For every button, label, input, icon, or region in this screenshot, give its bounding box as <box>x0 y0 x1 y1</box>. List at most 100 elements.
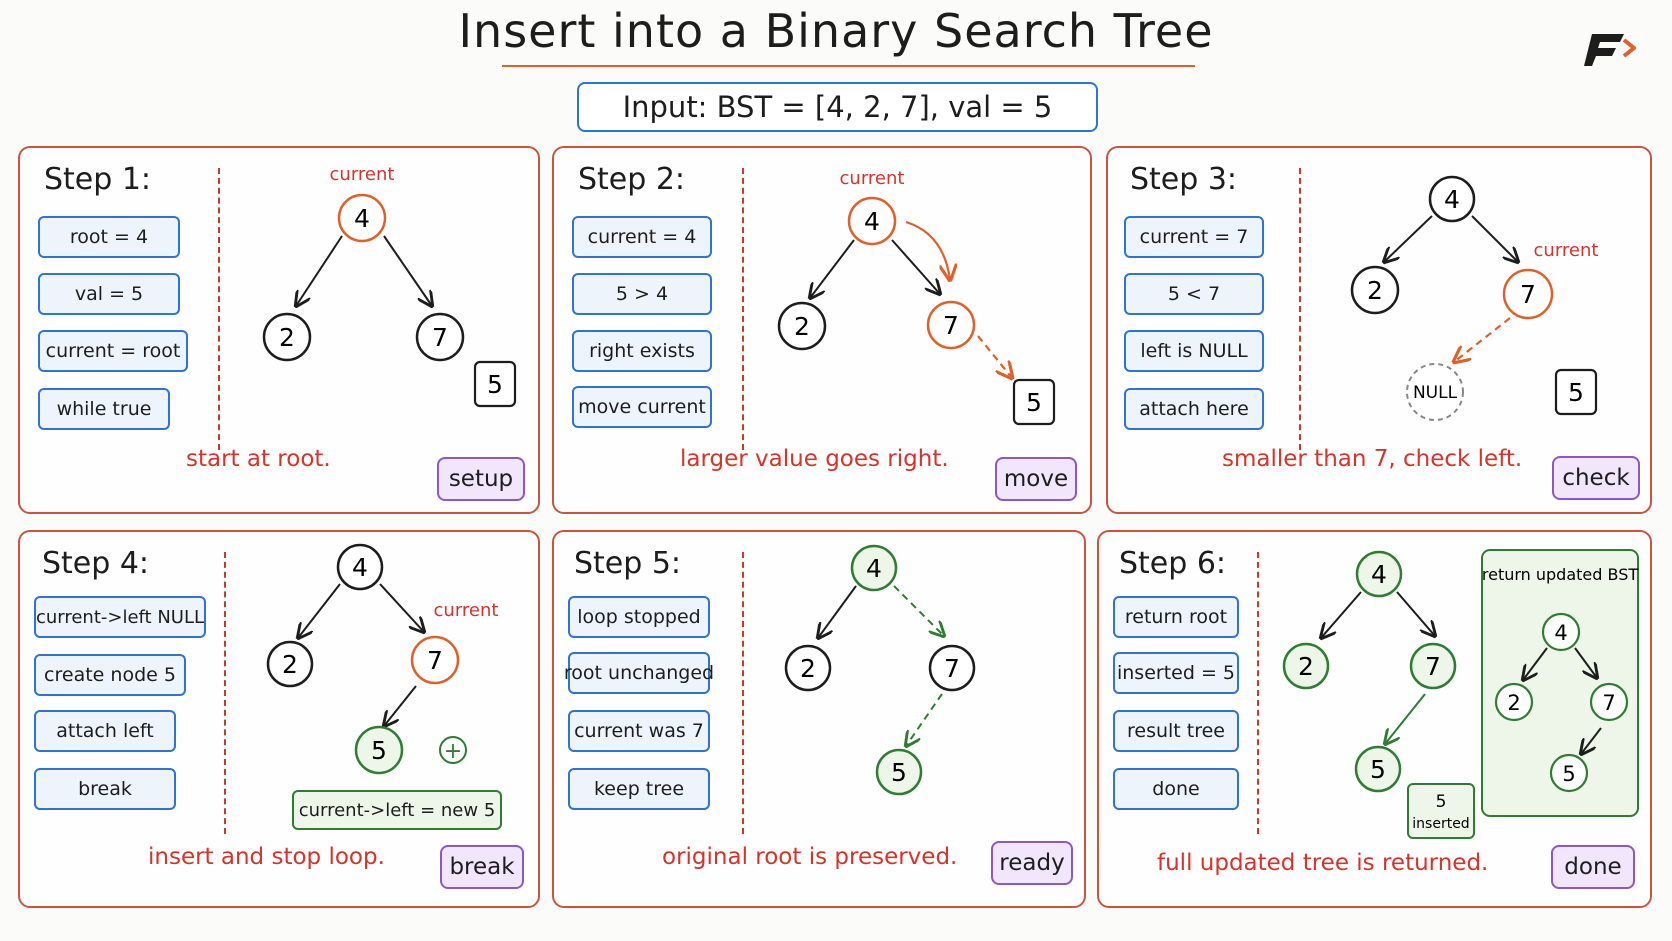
tree-node: 2 <box>784 644 832 692</box>
tree-node: 4 <box>336 543 384 591</box>
edge-4-7 <box>383 235 432 306</box>
svg-text:2: 2 <box>1367 276 1383 305</box>
tree-node: 4 <box>1355 550 1403 598</box>
edge-4-2 <box>298 583 341 638</box>
step-tag: move <box>995 457 1077 501</box>
edge-4-2 <box>296 235 343 306</box>
step-6-panel: Step 6: return root inserted = 5 result … <box>1097 530 1652 908</box>
step-title: Step 6: <box>1119 546 1227 581</box>
svg-text:2: 2 <box>800 654 816 683</box>
step-tag: ready <box>991 841 1073 885</box>
svg-text:2: 2 <box>1507 691 1520 715</box>
tree-node: 4 <box>337 193 387 243</box>
step-tag: done <box>1551 845 1635 889</box>
code-line: result tree <box>1113 710 1239 752</box>
value-box: 5 <box>1554 368 1598 416</box>
code-line: current->left NULL <box>34 596 206 638</box>
svg-text:5: 5 <box>1568 378 1584 407</box>
tree-node: 7 <box>928 644 976 692</box>
svg-text:5: 5 <box>1370 755 1386 784</box>
tree-node: 2 <box>266 640 314 688</box>
code-line: 5 > 4 <box>572 273 712 315</box>
step-caption: original root is preserved. <box>662 844 958 870</box>
svg-text:7: 7 <box>944 654 960 683</box>
svg-text:4: 4 <box>1371 560 1387 589</box>
step-tag: break <box>440 845 524 889</box>
tree-node: 7 <box>1409 642 1457 690</box>
step-tag: check <box>1552 456 1640 500</box>
step-caption: start at root. <box>186 446 331 472</box>
svg-text:7: 7 <box>427 646 443 675</box>
divider <box>742 168 744 450</box>
svg-text:7: 7 <box>432 323 448 352</box>
svg-text:2: 2 <box>282 650 298 679</box>
edge-4-7 <box>1471 215 1518 262</box>
code-line: root = 4 <box>38 216 180 258</box>
code-line: done <box>1113 768 1239 810</box>
code-line: val = 5 <box>38 273 180 315</box>
step-title: Step 2: <box>578 162 686 197</box>
svg-text:4: 4 <box>1554 621 1567 645</box>
edge-4-2 <box>1321 591 1362 638</box>
edge-4-7 <box>379 583 424 632</box>
svg-text:5: 5 <box>487 370 503 399</box>
tree-node: 2 <box>262 312 312 362</box>
input-box: Input: BST = [4, 2, 7], val = 5 <box>577 82 1098 132</box>
plus-icon: + <box>439 736 467 764</box>
svg-text:4: 4 <box>1444 185 1460 214</box>
page-title: Insert into a Binary Search Tree <box>458 4 1214 58</box>
divider <box>742 552 744 834</box>
tree-node: 7 <box>410 635 460 685</box>
step-caption: smaller than 7, check left. <box>1222 446 1523 472</box>
tree-diagram: current 4 2 7 5 <box>262 164 517 408</box>
step-caption: larger value goes right. <box>680 446 949 472</box>
svg-text:4: 4 <box>866 554 882 583</box>
dashed-arrow <box>1454 317 1511 362</box>
step-5-panel: Step 5: loop stopped root unchanged curr… <box>552 530 1086 908</box>
edge-7-5 <box>906 693 943 746</box>
inserted-node: 5 <box>875 748 923 796</box>
code-line: return root <box>1113 596 1239 638</box>
edge-4-2 <box>810 239 855 298</box>
code-line: keep tree <box>568 768 710 810</box>
insert-note: current->left = new 5 <box>292 790 502 830</box>
tree-node: 4 <box>1428 175 1476 223</box>
svg-text:5: 5 <box>371 736 387 765</box>
inserted-node: 5 <box>354 725 404 775</box>
step-title: Step 5: <box>574 546 682 581</box>
svg-text:2: 2 <box>279 323 295 352</box>
code-line: root unchanged <box>564 652 714 694</box>
edge-4-7 <box>893 585 944 636</box>
svg-text:2: 2 <box>794 312 810 341</box>
edge-7-5 <box>1385 693 1426 744</box>
svg-text:5: 5 <box>1026 388 1042 417</box>
tree-diagram: 4 2 7 5 <box>784 544 976 796</box>
code-line: left is NULL <box>1124 330 1264 372</box>
brand-logo-icon <box>1584 34 1636 66</box>
divider <box>218 168 220 450</box>
tree-node: 2 <box>777 301 827 351</box>
tree-diagram: 4 2 7 5 5 inserted return updated BST 4 <box>1282 549 1639 839</box>
step-3-panel: Step 3: current = 7 5 < 7 left is NULL a… <box>1106 146 1652 514</box>
code-line: while true <box>38 388 170 430</box>
edge-7-5 <box>384 685 417 726</box>
svg-text:4: 4 <box>864 207 880 236</box>
step-title: Step 4: <box>42 546 150 581</box>
step-4-panel: Step 4: current->left NULL create node 5… <box>18 530 540 908</box>
value-box: 5 <box>473 360 517 408</box>
tree-node: 7 <box>926 300 976 350</box>
current-label: current <box>1534 240 1599 261</box>
code-line: create node 5 <box>34 654 186 696</box>
svg-text:7: 7 <box>943 311 959 340</box>
tree-diagram: current 4 2 7 NULL 5 <box>1350 175 1599 421</box>
svg-text:5: 5 <box>1562 762 1575 786</box>
svg-text:5: 5 <box>891 758 907 787</box>
result-title: return updated BST <box>1482 565 1638 584</box>
current-label: current <box>330 164 395 185</box>
code-line: 5 < 7 <box>1124 273 1264 315</box>
step-1-panel: Step 1: root = 4 val = 5 current = root … <box>18 146 540 514</box>
edge-4-2 <box>1384 215 1433 262</box>
divider <box>1257 552 1259 834</box>
tree-node: 4 <box>850 544 898 592</box>
svg-text:+: + <box>444 739 462 764</box>
